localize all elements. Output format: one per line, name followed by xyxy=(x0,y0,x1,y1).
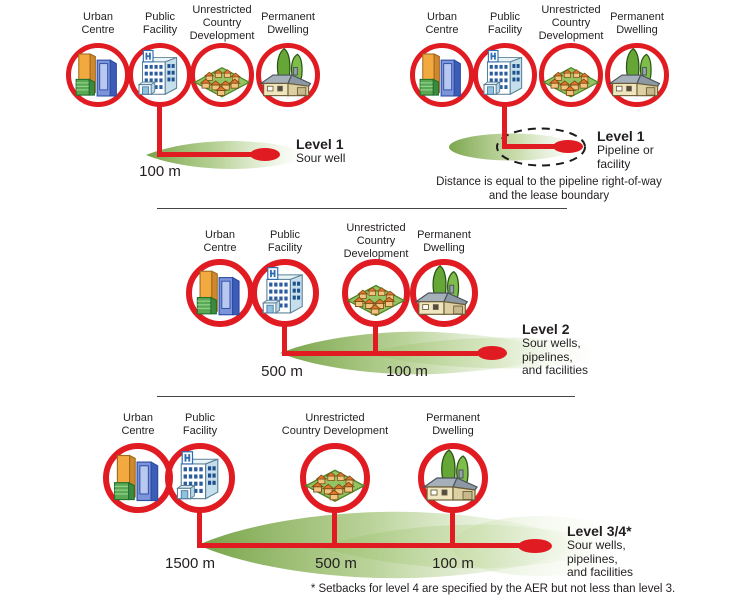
column-label-country-development: Unrestricted Country Development xyxy=(189,4,255,42)
urban-centre-ring xyxy=(410,43,474,107)
permanent-dwelling-ring xyxy=(256,43,320,107)
setback-line-vertical xyxy=(373,325,378,356)
country-development-icon xyxy=(193,46,251,104)
level-subtitle: Sour well xyxy=(296,151,346,165)
setback-line-horizontal xyxy=(282,351,478,356)
section-divider xyxy=(157,396,575,397)
urban-centre-icon xyxy=(108,448,168,508)
country-development-ring xyxy=(539,43,603,107)
level-subtitle: Sour wells, pipelines, and facilities xyxy=(567,538,634,579)
public-facility-ring xyxy=(473,43,537,107)
urban-centre-ring xyxy=(103,443,173,513)
public-facility-ring xyxy=(251,259,319,327)
column-label-country-development: Unrestricted Country Development xyxy=(538,4,604,42)
column-label-country-development: Unrestricted Country Development xyxy=(343,222,409,260)
column-label-urban-centre: Urban Centre xyxy=(81,11,115,36)
permanent-dwelling-icon xyxy=(413,262,475,324)
level-subtitle: Sour wells, pipelines, and facilities xyxy=(522,336,589,377)
public-facility-icon xyxy=(132,47,188,103)
column-label-public-facility: Public Facility xyxy=(487,11,523,36)
setback-line-vertical xyxy=(197,511,202,548)
well-marker xyxy=(518,539,552,553)
country-development-icon xyxy=(346,263,406,323)
permanent-dwelling-icon xyxy=(607,45,667,105)
column-label-permanent-dwelling: Permanent Dwelling xyxy=(426,412,480,437)
distance-label: 100 m xyxy=(432,555,474,572)
pipeline-caption: Distance is equal to the pipeline right-… xyxy=(436,176,662,202)
footnote: * Setbacks for level 4 are specified by … xyxy=(310,583,676,595)
public-facility-icon xyxy=(477,47,533,103)
column-label-permanent-dwelling: Permanent Dwelling xyxy=(261,11,315,36)
distance-label: 500 m xyxy=(261,363,303,380)
setback-line-vertical xyxy=(157,103,162,157)
distance-label: 100 m xyxy=(386,363,428,380)
column-label-urban-centre: Urban Centre xyxy=(203,229,237,254)
setback-line-horizontal xyxy=(197,543,524,548)
public-facility-ring xyxy=(165,443,235,513)
urban-centre-icon xyxy=(414,47,470,103)
urban-centre-ring xyxy=(186,259,254,327)
right-of-way-dashed-ellipse xyxy=(496,127,586,167)
permanent-dwelling-icon xyxy=(258,45,318,105)
column-label-urban-centre: Urban Centre xyxy=(425,11,459,36)
setback-line-vertical xyxy=(450,511,455,548)
country-development-ring xyxy=(300,443,370,513)
permanent-dwelling-ring xyxy=(418,443,488,513)
permanent-dwelling-ring xyxy=(410,259,478,327)
urban-centre-icon xyxy=(191,264,249,322)
urban-centre-icon xyxy=(70,47,126,103)
column-label-public-facility: Public Facility xyxy=(267,229,303,254)
urban-centre-ring xyxy=(66,43,130,107)
level-title: Level 2 xyxy=(522,321,570,337)
column-label-country-development: Unrestricted Country Development xyxy=(281,412,389,437)
setback-line-vertical xyxy=(282,325,287,356)
public-facility-ring xyxy=(128,43,192,107)
distance-label: 500 m xyxy=(315,555,357,572)
permanent-dwelling-icon xyxy=(421,446,485,510)
distance-label: 1500 m xyxy=(164,555,216,572)
country-development-icon xyxy=(304,447,366,509)
setback-line-vertical xyxy=(332,511,337,548)
country-development-ring xyxy=(190,43,254,107)
setback-line-horizontal xyxy=(502,144,568,149)
permanent-dwelling-ring xyxy=(605,43,669,107)
section-divider xyxy=(157,208,567,209)
level-title: Level 1 xyxy=(597,128,645,144)
country-development-icon xyxy=(542,46,600,104)
well-marker xyxy=(477,346,507,360)
country-development-ring xyxy=(342,259,410,327)
public-facility-icon xyxy=(256,264,314,322)
distance-label: 100 m xyxy=(139,163,181,180)
pipeline-marker xyxy=(553,140,583,153)
column-label-public-facility: Public Facility xyxy=(182,412,218,437)
setback-line-horizontal xyxy=(157,152,262,157)
level-title: Level 3/4* xyxy=(567,523,632,539)
level-title: Level 1 xyxy=(296,136,344,152)
column-label-public-facility: Public Facility xyxy=(142,11,178,36)
column-label-urban-centre: Urban Centre xyxy=(121,412,155,437)
level-subtitle: Pipeline or facility xyxy=(597,143,654,171)
setback-line-vertical xyxy=(502,103,507,149)
column-label-permanent-dwelling: Permanent Dwelling xyxy=(610,11,664,36)
column-label-permanent-dwelling: Permanent Dwelling xyxy=(417,229,471,254)
well-marker xyxy=(250,148,280,161)
public-facility-icon xyxy=(170,448,230,508)
